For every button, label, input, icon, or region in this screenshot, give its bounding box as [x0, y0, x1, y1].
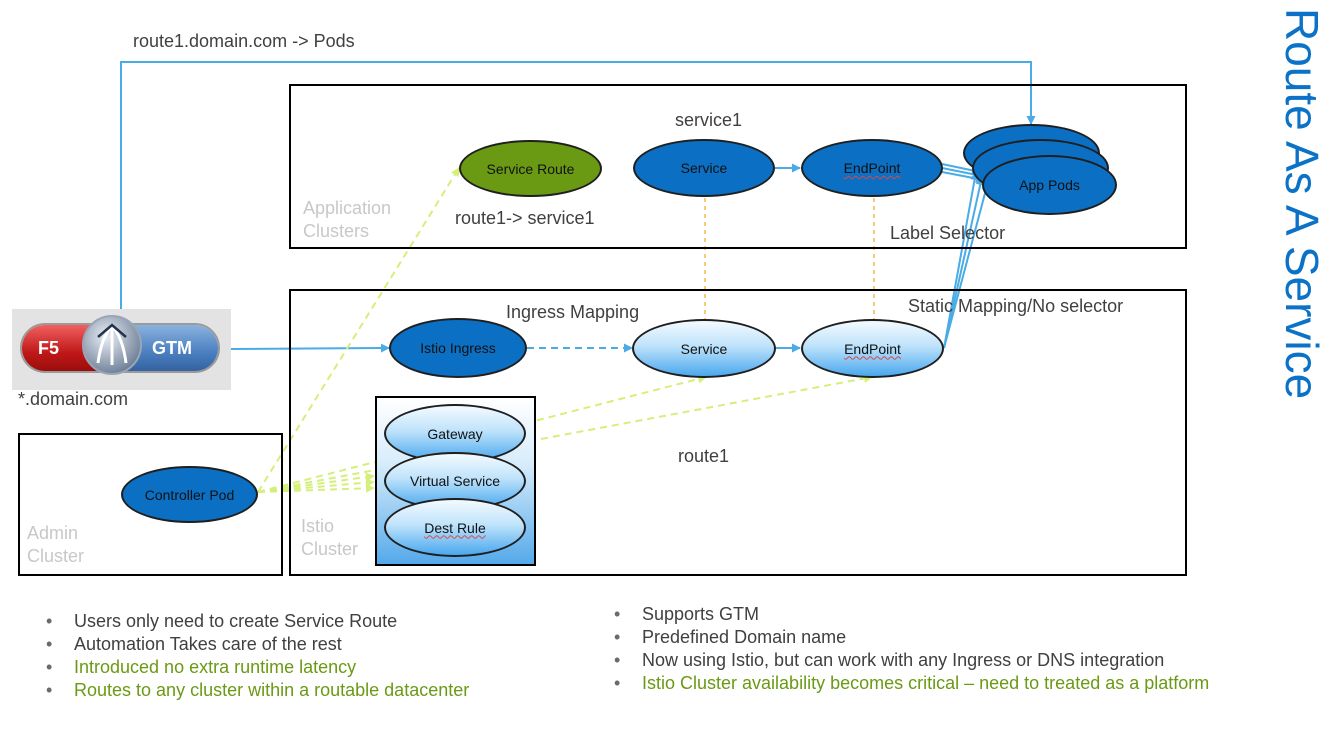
bullet-item: Istio Cluster availability becomes criti…	[614, 672, 1214, 695]
app-endpoint-node[interactable]: EndPoint	[801, 139, 943, 197]
bullet-item: Predefined Domain name	[614, 626, 1214, 649]
admin-cluster-box	[18, 433, 283, 576]
controller-pod-node[interactable]: Controller Pod	[121, 466, 258, 523]
route-service-mapping-label: route1-> service1	[455, 208, 595, 228]
route-pods-label: route1.domain.com -> Pods	[133, 31, 355, 51]
application-cluster-box	[289, 84, 1187, 249]
connector-controller-to-gateway	[257, 472, 375, 493]
istio-ingress-node[interactable]: Istio Ingress	[389, 318, 527, 378]
istio-cluster-box	[289, 289, 1187, 576]
connector-istio-endpoint-to-pods-1	[943, 171, 979, 349]
bullet-item: Supports GTM	[614, 603, 1214, 626]
bullet-item: Users only need to create Service Route	[46, 610, 566, 633]
connector-controller-to-virtual-service	[257, 478, 375, 493]
connector-istio-endpoint-to-pods-2	[943, 176, 985, 349]
application-cluster-label: Application Clusters	[303, 198, 392, 241]
istio-endpoint-text: EndPoint	[844, 340, 901, 357]
virtual-service-node[interactable]: Virtual Service	[384, 452, 526, 510]
app-service-node[interactable]: Service	[633, 139, 775, 197]
service1-label: service1	[675, 110, 743, 130]
istio-endpoint-node[interactable]: EndPoint	[801, 319, 944, 378]
istio-cluster-label: Istio Cluster	[301, 516, 359, 559]
bullet-item: Introduced no extra runtime latency	[46, 656, 566, 679]
dest-rule-node[interactable]: Dest Rule	[384, 498, 526, 557]
app-pods-node[interactable]: App Pods	[982, 155, 1117, 215]
connector-controller-to-service-route	[257, 167, 460, 493]
connector-controller-to-istio-endpoint	[257, 374, 873, 493]
connector-gtm-to-pods	[120, 61, 1036, 309]
benefits-list-right: Supports GTMPredefined Domain nameNow us…	[614, 603, 1214, 695]
app-endpoint-text: EndPoint	[843, 160, 901, 176]
benefits-list-left: Users only need to create Service RouteA…	[46, 610, 566, 702]
admin-cluster-label: Admin Cluster	[27, 523, 85, 566]
connector-controller-to-dest-rule	[257, 483, 375, 493]
f5-emblem-icon	[82, 315, 142, 375]
dest-rule-text: Dest Rule	[424, 519, 486, 536]
connector-gtm-to-ingress	[230, 343, 390, 353]
service-route-node[interactable]: Service Route	[459, 140, 602, 197]
ingress-mapping-label: Ingress Mapping	[506, 302, 640, 322]
domain-label: *.domain.com	[18, 389, 129, 409]
route1-label: route1	[678, 446, 730, 466]
connector-istio-endpoint-to-pods-3	[943, 181, 991, 349]
istio-service-node[interactable]: Service	[632, 319, 776, 378]
bullet-item: Routes to any cluster within a routable …	[46, 679, 566, 702]
static-mapping-label: Static Mapping/No selector	[908, 296, 1124, 316]
label-selector-label: Label Selector	[890, 223, 1006, 243]
f5-logo-icon: F5 GTM	[12, 309, 231, 390]
slide-title: Route As A Service	[1276, 8, 1328, 400]
bullet-item: Automation Takes care of the rest	[46, 633, 566, 656]
bullet-item: Now using Istio, but can work with any I…	[614, 649, 1214, 672]
